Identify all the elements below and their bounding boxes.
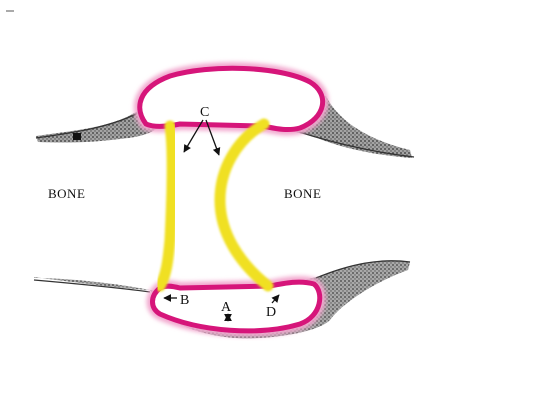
label-b: B (180, 293, 189, 308)
bottom-bone-outline (33, 260, 411, 293)
label-a: A (221, 300, 232, 315)
arrow-d (271, 294, 280, 304)
left-yellow-band (154, 120, 178, 292)
top-left-dark-mark (73, 133, 81, 140)
top-pouch-lining (137, 65, 326, 133)
right-bone-label: BONE (284, 186, 321, 201)
bottom-synovial-pouch (146, 276, 326, 337)
arrow-c-left (183, 119, 204, 153)
label-c: C (200, 105, 209, 120)
arrow-c-right (205, 119, 221, 156)
label-d: D (266, 305, 276, 320)
top-synovial-pouch (133, 62, 329, 136)
right-yellow-band (214, 118, 274, 292)
left-bone-label: BONE (48, 186, 85, 201)
bottom-pouch-lining (150, 279, 323, 334)
